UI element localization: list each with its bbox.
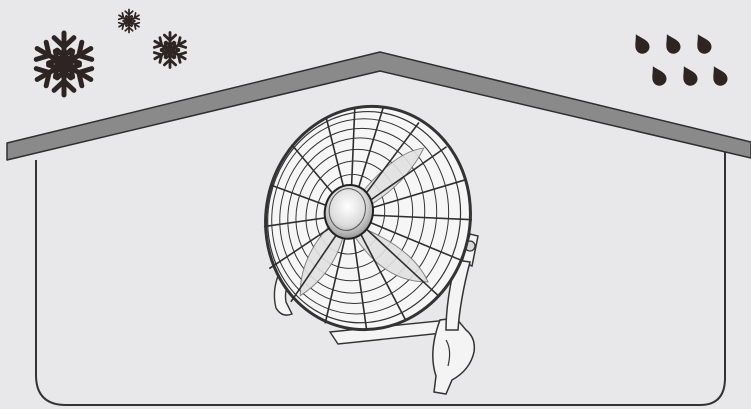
raindrop-icon <box>677 63 700 89</box>
floor-fan-icon <box>263 104 479 395</box>
snowflake-icon-small <box>117 10 141 33</box>
raindrop-icon <box>707 63 730 89</box>
raindrop-icon <box>646 63 669 89</box>
raindrop-icon <box>629 31 652 57</box>
raindrop-icon <box>691 31 714 57</box>
raindrop-icon <box>660 31 683 57</box>
fan-hub <box>323 184 374 240</box>
raindrop-icon-group <box>629 31 730 89</box>
roof <box>6 51 751 161</box>
house-walls <box>35 148 726 406</box>
snowflake-icon-medium <box>152 33 188 68</box>
snowflake-icon-large <box>32 33 96 95</box>
